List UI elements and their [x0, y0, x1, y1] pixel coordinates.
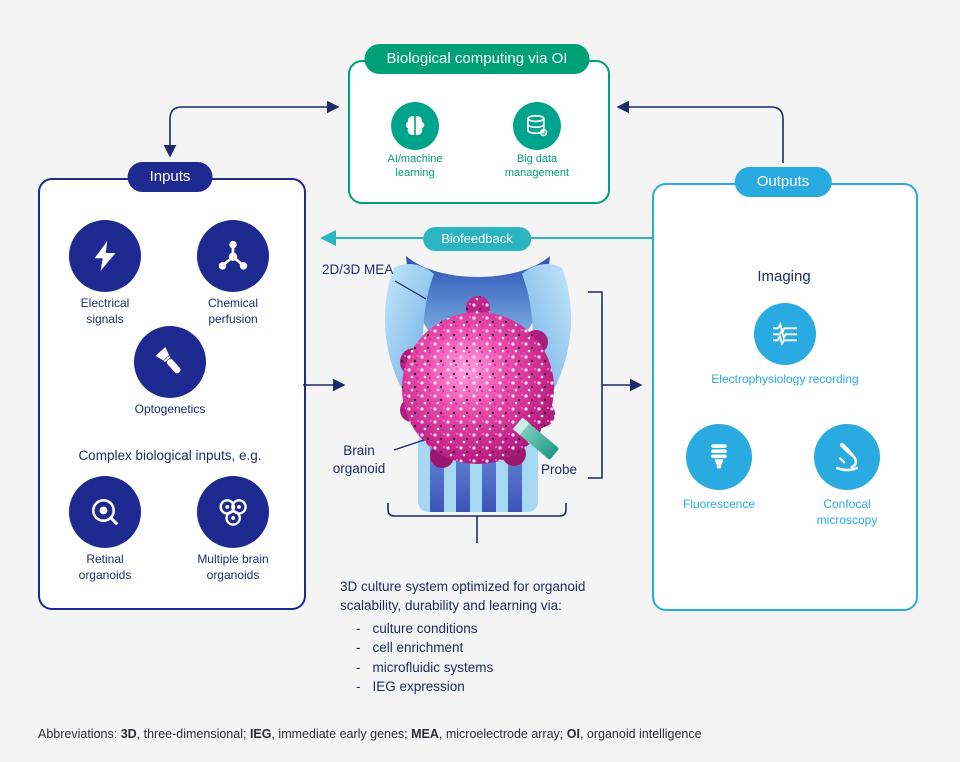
brain-organoid-label: Brain organoid	[332, 443, 386, 476]
mea-label: 2D/3D MEA	[322, 262, 394, 277]
bullet-item: -cell enrichment	[356, 638, 642, 657]
culture-note: 3D culture system optimized for organoid…	[340, 577, 642, 696]
culture-note-intro: 3D culture system optimized for organoid…	[340, 579, 586, 614]
eye-icon	[92, 499, 119, 526]
probe-label: Probe	[541, 462, 578, 477]
fluorescence-label: Fluorescence	[682, 497, 756, 511]
electrical-signals-circle	[69, 220, 141, 292]
big-data-management-circle	[513, 102, 561, 150]
database-icon	[527, 114, 548, 137]
multiple-brain-organoids-label: Multiple brain organoids	[197, 552, 269, 582]
flashlight-icon	[155, 346, 181, 374]
bullet-dash: -	[356, 678, 361, 694]
loop-arrow-outputs-to-computing	[616, 100, 784, 163]
organoid-cluster-icon	[219, 499, 247, 526]
retinal-organoids-label: Retinal organoids	[78, 552, 132, 582]
microscope-icon	[835, 442, 859, 472]
bullet-label: microfluidic systems	[372, 659, 494, 675]
loop-arrow-computing-to-inputs	[163, 100, 340, 158]
bullet-item: -IEG expression	[356, 677, 642, 696]
fluorescent-bulb-icon	[711, 444, 727, 469]
lightning-icon	[94, 241, 116, 271]
optogenetics-circle	[134, 326, 206, 398]
chemical-perfusion-label: Chemical perfusion	[207, 296, 258, 326]
biological-computing-pill: Biological computing via OI	[364, 44, 590, 74]
fluorescence-circle	[686, 424, 752, 490]
abbreviations-line: Abbreviations: 3D, three-dimensional; IE…	[38, 727, 702, 741]
bullet-label: cell enrichment	[372, 640, 464, 656]
culture-note-bullets: -culture conditions -cell enrichment -mi…	[340, 619, 642, 696]
complex-biological-inputs-heading: Complex biological inputs, e.g.	[78, 448, 262, 463]
outputs-box	[652, 183, 918, 611]
biological-computing-box	[348, 60, 610, 204]
bullet-dash: -	[356, 621, 361, 637]
right-bracket	[588, 291, 603, 479]
electrophysiology-circle	[754, 303, 816, 365]
inputs-pill: Inputs	[127, 162, 213, 192]
molecule-icon	[218, 240, 248, 270]
bullet-dash: -	[356, 640, 361, 656]
ai-machine-learning-label: AI/machine learning	[387, 153, 443, 180]
outputs-pill: Outputs	[734, 167, 832, 197]
imaging-heading: Imaging	[757, 268, 811, 285]
electrophysiology-label: Electrophysiology recording	[711, 372, 859, 386]
retinal-organoids-circle	[69, 476, 141, 548]
bullet-dash: -	[356, 659, 361, 675]
bullet-label: culture conditions	[372, 621, 478, 637]
bullet-item: -microfluidic systems	[356, 658, 642, 677]
confocal-microscopy-label: Confocal microscopy	[816, 497, 878, 527]
bullet-label: IEG expression	[372, 678, 465, 694]
biofeedback-pill: Biofeedback	[423, 227, 531, 251]
ai-machine-learning-circle	[391, 102, 439, 150]
multiple-brain-organoids-circle	[197, 476, 269, 548]
bullet-item: -culture conditions	[356, 619, 642, 638]
waveform-icon	[773, 321, 797, 346]
probe-shape	[512, 417, 559, 460]
big-data-management-label: Big data management	[504, 153, 570, 180]
electrical-signals-label: Electrical signals	[80, 296, 130, 326]
chemical-perfusion-circle	[197, 220, 269, 292]
brain-organoid-illustration	[384, 256, 572, 512]
brain-icon	[405, 116, 425, 136]
confocal-microscopy-circle	[814, 424, 880, 490]
optogenetics-label: Optogenetics	[134, 402, 206, 416]
